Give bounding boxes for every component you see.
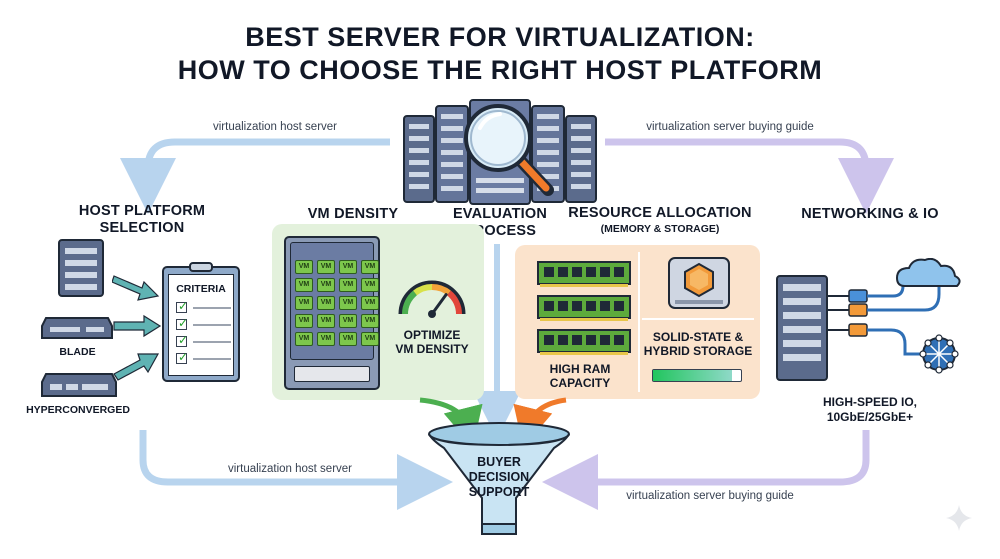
funnel-caption-line3: SUPPORT (468, 485, 530, 499)
vm-cell: VM (339, 260, 357, 274)
checkmark-icon: ✓ (178, 333, 189, 347)
host-platform-title-line2: SELECTION (99, 220, 185, 236)
clipboard-clip (189, 262, 213, 272)
host-platform-title-line1: HOST PLATFORM (78, 203, 206, 219)
storage-level-bar (652, 369, 742, 382)
vm-cell: VM (317, 332, 335, 346)
sparkle-icon (946, 505, 972, 531)
networking-diagram-icon (776, 258, 961, 381)
criteria-label: CRITERIA (176, 283, 226, 295)
criteria-clipboard: CRITERIA ✓ ✓ ✓ ✓ (162, 262, 242, 382)
vm-cell: VM (361, 332, 379, 346)
host-platform-title: HOST PLATFORM SELECTION (62, 203, 222, 237)
vm-cell: VM (295, 332, 313, 346)
storage-caption-line1: SOLID-STATE & (652, 330, 744, 344)
vm-cell: VM (361, 296, 379, 310)
vm-cell: VM (361, 314, 379, 328)
server-rack-magnifier-icon (403, 99, 597, 205)
resource-allocation-subtitle: (MEMORY & STORAGE) (600, 223, 720, 235)
flow-label-bottom-right: virtualization server buying guide (626, 490, 794, 502)
evaluation-title-line1: EVALUATION (452, 206, 548, 222)
vm-cell: VM (317, 296, 335, 310)
decision-funnel-icon (428, 422, 570, 535)
blade-label: BLADE (59, 346, 96, 358)
flow-label-bottom-left: virtualization host server (228, 463, 352, 475)
hyperconverged-server-icon (41, 373, 117, 397)
flow-label-top-left: virtualization host server (213, 121, 337, 133)
vm-cell: VM (295, 260, 313, 274)
vm-cell: VM (339, 332, 357, 346)
vm-cell: VM (361, 260, 379, 274)
vm-host-server-icon: VM VM VM VM VM VM VM VM VM VM VM VM VM VM VM VM VM VM VM VM (284, 236, 380, 390)
arrow-bottom-right (542, 430, 870, 510)
checkmark-icon: ✓ (178, 299, 189, 313)
networking-caption-line2: 10GbE/25GbE+ (826, 410, 914, 424)
vm-cell: VM (339, 314, 357, 328)
vm-cell: VM (295, 278, 313, 292)
criteria-check-item: ✓ (176, 350, 231, 364)
ram-caption: HIGH RAM CAPACITY (530, 362, 630, 390)
vm-cell: VM (317, 260, 335, 274)
host-inputs-arrows (112, 275, 162, 381)
resource-allocation-title: RESOURCE ALLOCATION (568, 205, 752, 221)
vm-density-title: VM DENSITY (307, 206, 399, 222)
checkmark-icon: ✓ (178, 316, 189, 330)
storage-level-fill (653, 370, 733, 381)
vm-cell: VM (295, 296, 313, 310)
networking-caption-line1: HIGH-SPEED IO, (822, 395, 917, 409)
ssd-drive-icon (668, 257, 730, 309)
criteria-check-item: ✓ (176, 333, 231, 347)
page-title-line2: HOW TO CHOOSE THE RIGHT HOST PLATFORM (177, 55, 823, 85)
vm-cell: VM (361, 278, 379, 292)
criteria-check-item: ✓ (176, 316, 231, 330)
storage-caption-line2: HYBRID STORAGE (643, 344, 753, 358)
criteria-checklist: ✓ ✓ ✓ ✓ (176, 299, 231, 370)
flow-label-top-right: virtualization server buying guide (646, 121, 814, 133)
vm-density-caption: OPTIMIZE VM DENSITY (386, 328, 478, 356)
ram-caption-line1: HIGH RAM (549, 362, 611, 376)
funnel-caption-line1: BUYER (477, 455, 521, 469)
funnel-caption-line2: DECISION (468, 470, 530, 484)
blade-server-icon (41, 317, 113, 339)
resource-divider-h (642, 318, 754, 320)
arrow-top-right (605, 138, 894, 214)
vm-cell: VM (339, 296, 357, 310)
vm-cell: VM (317, 278, 335, 292)
vm-cell: VM (339, 278, 357, 292)
networking-title: NETWORKING & IO (801, 206, 939, 222)
resource-divider (638, 252, 640, 392)
vm-cell: VM (295, 314, 313, 328)
density-gauge-icon (398, 280, 466, 318)
vm-density-caption-line1: OPTIMIZE (403, 328, 461, 342)
vm-grid: VM VM VM VM VM VM VM VM VM VM VM VM VM VM VM VM VM VM VM VM (295, 260, 379, 346)
storage-caption: SOLID-STATE & HYBRID STORAGE (642, 330, 754, 358)
arrow-top-left (120, 138, 390, 214)
hyperconverged-label: HYPERCONVERGED (26, 404, 130, 416)
ram-modules-icon (537, 261, 631, 355)
criteria-check-item: ✓ (176, 299, 231, 313)
funnel-caption: BUYER DECISION SUPPORT (444, 455, 554, 500)
arrow-bottom-left (139, 430, 453, 510)
tower-server-icon (58, 239, 104, 297)
ram-caption-line2: CAPACITY (549, 376, 611, 390)
networking-caption: HIGH-SPEED IO, 10GbE/25GbE+ (790, 395, 950, 425)
page-title-line1: BEST SERVER FOR VIRTUALIZATION: (245, 22, 755, 52)
vm-density-caption-line2: VM DENSITY (395, 342, 469, 356)
vm-cell: VM (317, 314, 335, 328)
checkmark-icon: ✓ (178, 350, 189, 364)
